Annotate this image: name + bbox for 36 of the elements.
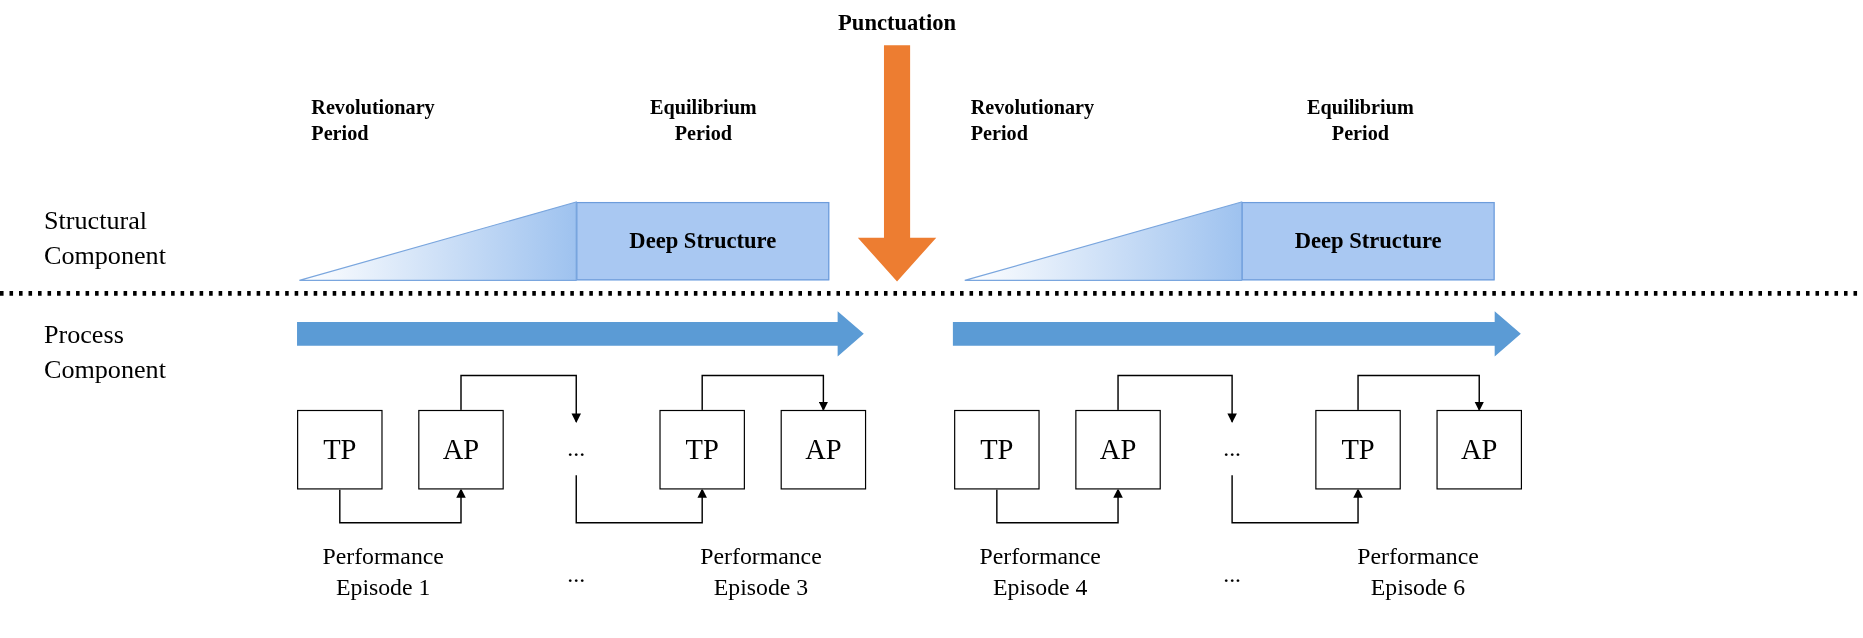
arrow xyxy=(1231,474,1363,524)
process-box: TP xyxy=(954,409,1040,490)
arrow xyxy=(1117,374,1237,423)
arrow xyxy=(1357,374,1484,412)
process-box: AP xyxy=(780,409,867,490)
wedge-shape xyxy=(964,202,1242,281)
title-label: Punctuation xyxy=(825,7,969,38)
episode-label: Performance Episode 3 xyxy=(699,542,823,602)
process-box: AP xyxy=(418,409,504,490)
arrow xyxy=(701,374,829,412)
axis-label: Process Component xyxy=(43,318,167,386)
episode-label: Performance Episode 1 xyxy=(321,542,445,602)
process-box: TP xyxy=(297,409,383,490)
period-label: Equilibrium Period xyxy=(1306,95,1415,148)
arrow xyxy=(339,488,466,524)
wedge-shape xyxy=(299,202,577,281)
ellipsis-text: ... xyxy=(558,421,595,476)
process-box: AP xyxy=(1436,409,1522,490)
arrow xyxy=(575,474,707,524)
structure-box: Deep Structure xyxy=(1241,202,1495,281)
block-arrow xyxy=(857,45,937,282)
period-label: Revolutionary Period xyxy=(970,95,1096,148)
ellipsis-text: ... xyxy=(1222,559,1242,589)
axis-label: Structural Component xyxy=(43,204,167,272)
structure-box: Deep Structure xyxy=(576,202,830,281)
episode-label: Performance Episode 4 xyxy=(978,542,1102,602)
process-box: TP xyxy=(659,409,745,490)
ellipsis-text: ... xyxy=(1214,421,1250,476)
period-label: Equilibrium Period xyxy=(649,95,758,148)
arrow xyxy=(996,488,1123,524)
period-label: Revolutionary Period xyxy=(311,95,436,148)
ellipsis-text: ... xyxy=(566,559,587,589)
arrow xyxy=(460,374,581,423)
episode-label: Performance Episode 6 xyxy=(1356,542,1480,602)
process-box: AP xyxy=(1075,409,1161,490)
process-box: TP xyxy=(1315,409,1401,490)
